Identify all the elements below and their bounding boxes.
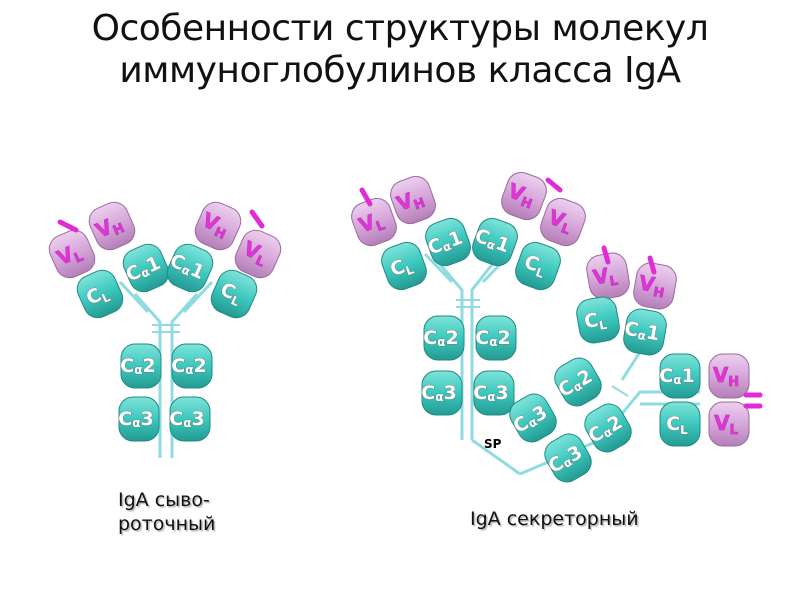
domain-label: Cα3 (473, 382, 508, 404)
secretory-domain-cl-4: CL (659, 401, 701, 447)
domain-label: Cα2 (423, 327, 458, 349)
domain-label: VH (504, 178, 538, 212)
secretory-domain-cl-3: CL (576, 296, 620, 344)
secretory-domain-vh-3: VH (633, 262, 677, 310)
serum-domain-ch3-left: Cα3 (118, 396, 160, 442)
serum-domain-vh-left: VH (88, 201, 136, 251)
serum-domain-ch2-left: Cα2 (120, 343, 162, 389)
secretory-domain-cl-2: CL (515, 241, 561, 291)
secretory-domain-vh-1: VH (390, 175, 436, 225)
secretory-piece-label: SP (484, 437, 502, 451)
serum-domain-ch1-left: Cα1 (122, 243, 170, 293)
secretory-light-link (423, 252, 454, 284)
secretory-domain-ch1-4: Cα1 (659, 353, 701, 399)
secretory-domain-ch3-3: Cα3 (509, 393, 557, 443)
domain-label: CL (666, 413, 688, 437)
serum-domain-vl-left: VL (48, 229, 96, 279)
domain-label: Cα3 (118, 408, 153, 430)
serum-domain-vl-right: VL (234, 229, 282, 279)
secretory-domain-vl-4: VL (708, 401, 750, 447)
secretory-hinge-bond (611, 385, 629, 397)
domain-label: VL (591, 262, 619, 293)
antigen-site-icon (359, 187, 373, 207)
serum-heavy-chain-left (133, 293, 162, 458)
serum-light-link-left (118, 280, 150, 314)
title-line-1: Особенности структуры молекул (91, 8, 709, 49)
domain-label: Cα3 (169, 408, 204, 430)
domain-label: Cα2 (475, 327, 510, 349)
secretory-domain-ch1-1: Cα1 (424, 217, 471, 267)
domain-label: Cα1 (659, 365, 694, 387)
secretory-domain-ch3-4: Cα3 (544, 433, 592, 483)
page-title: Особенности структуры молекул иммуноглоб… (0, 8, 800, 92)
secretory-domain-ch3-1: Cα3 (421, 370, 463, 416)
secretory-domain-ch3-2: Cα3 (473, 370, 515, 416)
serum-domain-cl-left: CL (76, 269, 124, 319)
secretory-domain-vl-2: VL (540, 197, 586, 247)
antigen-site-icon (545, 177, 563, 193)
secretory-domain-ch1-3: Cα1 (622, 308, 667, 356)
antigen-site-icon (249, 209, 265, 229)
antigen-site-icon (647, 255, 657, 275)
domain-label: VH (713, 363, 739, 390)
secretory-domain-vh-4: VH (708, 353, 750, 399)
domain-label: Cα1 (623, 318, 662, 346)
secretory-domain-vl-3: VL (586, 252, 630, 300)
title-line-2: иммуноглобулинов класса IgA (119, 50, 681, 91)
domain-label: Cα2 (120, 355, 155, 377)
secretory-domain-vh-2: VH (501, 171, 547, 221)
secretory-domain-ch1-2: Cα1 (471, 217, 518, 267)
antigen-site-icon (57, 219, 79, 233)
domain-label: VH (637, 270, 668, 301)
domain-label: CL (582, 308, 608, 335)
secretory-domain-ch2-3: Cα2 (554, 357, 602, 407)
serum-domain-ch3-right: Cα3 (169, 396, 211, 442)
serum-domain-cl-right: CL (210, 269, 258, 319)
serum-domain-ch1-right: Cα1 (166, 243, 214, 293)
secretory-heavy-chain-2 (470, 261, 496, 440)
serum-domain-ch2-right: Cα2 (171, 343, 213, 389)
secretory-domain-ch2-2: Cα2 (475, 315, 517, 361)
antigen-site-icon (601, 245, 611, 265)
caption-serum-iga: IgA сыво-роточный (118, 489, 216, 535)
caption-secretory-iga: IgA секреторный (470, 508, 639, 530)
serum-light-link-right (182, 280, 214, 314)
domain-label: Cα2 (171, 355, 206, 377)
secretory-domain-ch2-1: Cα2 (423, 315, 465, 361)
secretory-domain-cl-1: CL (381, 241, 427, 291)
serum-domain-vh-right: VH (194, 201, 242, 251)
secretory-j-chain (471, 438, 521, 476)
secretory-domain-vl-1: VL (351, 197, 397, 247)
domain-label: Cα3 (421, 382, 456, 404)
domain-label: VL (714, 411, 738, 438)
